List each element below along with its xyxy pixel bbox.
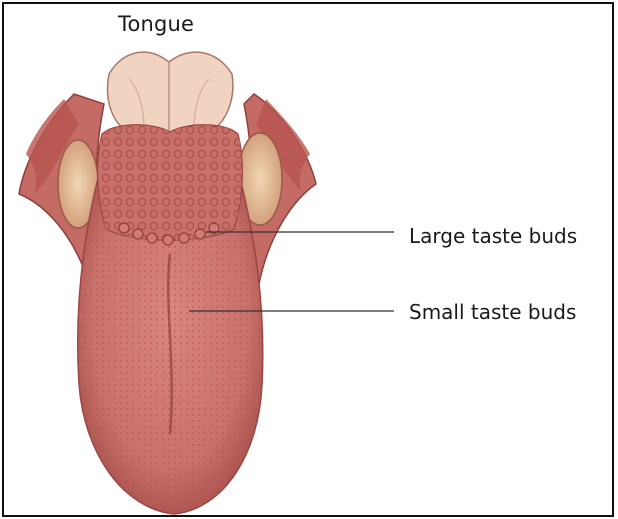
epiglottis <box>108 52 233 132</box>
diagram-title: Tongue <box>118 12 194 36</box>
tongue-illustration <box>4 4 614 517</box>
label-small-taste-buds: Small taste buds <box>409 300 576 324</box>
label-large-taste-buds: Large taste buds <box>409 224 577 248</box>
